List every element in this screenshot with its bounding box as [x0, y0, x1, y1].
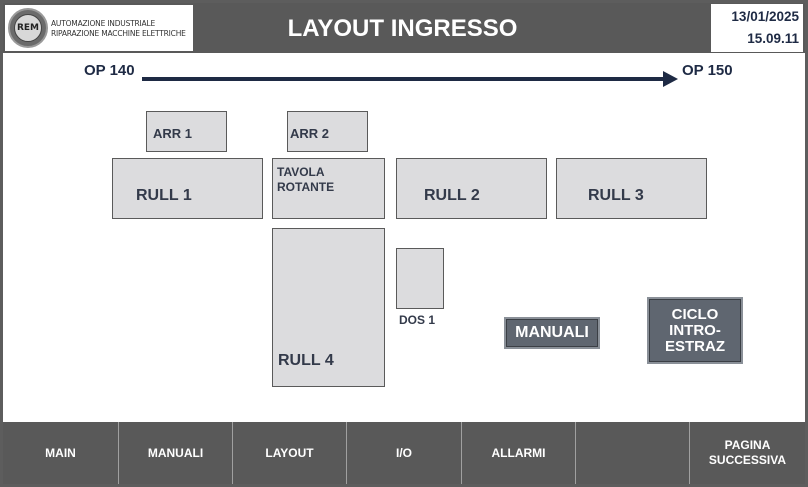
station-arr-1-label: ARR 1 — [153, 126, 193, 141]
tavola-label-line-2: ROTANTE — [277, 180, 335, 194]
time-display: 15.09.11 — [747, 31, 799, 46]
ciclo-button-line-1: CICLO — [671, 306, 719, 323]
nav-empty-button[interactable] — [576, 422, 690, 484]
station-rull-3-label: RULL 3 — [588, 187, 644, 204]
manuali-button[interactable]: MANUALI — [504, 317, 600, 349]
nav-layout-button[interactable]: LAYOUT — [233, 422, 347, 484]
nav-pagina-successiva-button[interactable]: PAGINA SUCCESSIVA — [690, 422, 805, 484]
nav-io-button[interactable]: I/O — [347, 422, 462, 484]
tavola-label-line-1: TAVOLA — [277, 165, 325, 179]
date-display: 13/01/2025 — [731, 9, 799, 24]
logo-line-1: AUTOMAZIONE INDUSTRIALE — [51, 19, 155, 28]
station-arr-2[interactable]: ARR 2 — [287, 111, 368, 152]
ciclo-button-line-3: ESTRAZ — [665, 338, 725, 355]
flow-arrow-line — [142, 77, 666, 81]
nav-next-line-1: PAGINA — [724, 438, 771, 452]
flow-arrow-head-icon — [663, 71, 678, 87]
station-rull-4-label: RULL 4 — [278, 352, 334, 369]
bottom-nav-bar: MAIN MANUALI LAYOUT I/O ALLARMI PAGINA S… — [3, 422, 805, 484]
op-from-label: OP 140 — [84, 62, 135, 79]
station-arr-1[interactable]: ARR 1 — [146, 111, 227, 152]
station-rull-1[interactable]: RULL 1 — [112, 158, 263, 219]
op-to-label: OP 150 — [682, 62, 733, 79]
station-dos-1[interactable] — [396, 248, 444, 309]
company-logo: REM AUTOMAZIONE INDUSTRIALE RIPARAZIONE … — [5, 5, 193, 51]
station-tavola-rotante-label: TAVOLA ROTANTE — [277, 165, 334, 195]
datetime-box: 13/01/2025 15.09.11 — [711, 4, 803, 52]
station-rull-2-label: RULL 2 — [424, 187, 480, 204]
nav-next-line-2: SUCCESSIVA — [708, 453, 787, 467]
nav-main-button[interactable]: MAIN — [3, 422, 119, 484]
station-tavola-rotante[interactable]: TAVOLA ROTANTE — [272, 158, 385, 219]
station-rull-1-label: RULL 1 — [136, 187, 192, 204]
nav-manuali-button[interactable]: MANUALI — [119, 422, 233, 484]
station-rull-2[interactable]: RULL 2 — [396, 158, 547, 219]
logo-mark: REM — [14, 14, 42, 42]
nav-allarmi-button[interactable]: ALLARMI — [462, 422, 576, 484]
logo-line-2: RIPARAZIONE MACCHINE ELETTRICHE — [51, 29, 186, 38]
station-rull-4[interactable]: RULL 4 — [272, 228, 385, 387]
ciclo-button-line-2: INTRO- — [669, 322, 721, 339]
station-arr-2-label: ARR 2 — [290, 126, 330, 141]
page-title: LAYOUT INGRESSO — [287, 15, 518, 42]
ciclo-intro-estraz-button[interactable]: CICLO INTRO- ESTRAZ — [647, 297, 743, 364]
logo-seal: REM — [8, 8, 48, 48]
station-rull-3[interactable]: RULL 3 — [556, 158, 707, 219]
station-dos-1-label: DOS 1 — [399, 313, 436, 327]
